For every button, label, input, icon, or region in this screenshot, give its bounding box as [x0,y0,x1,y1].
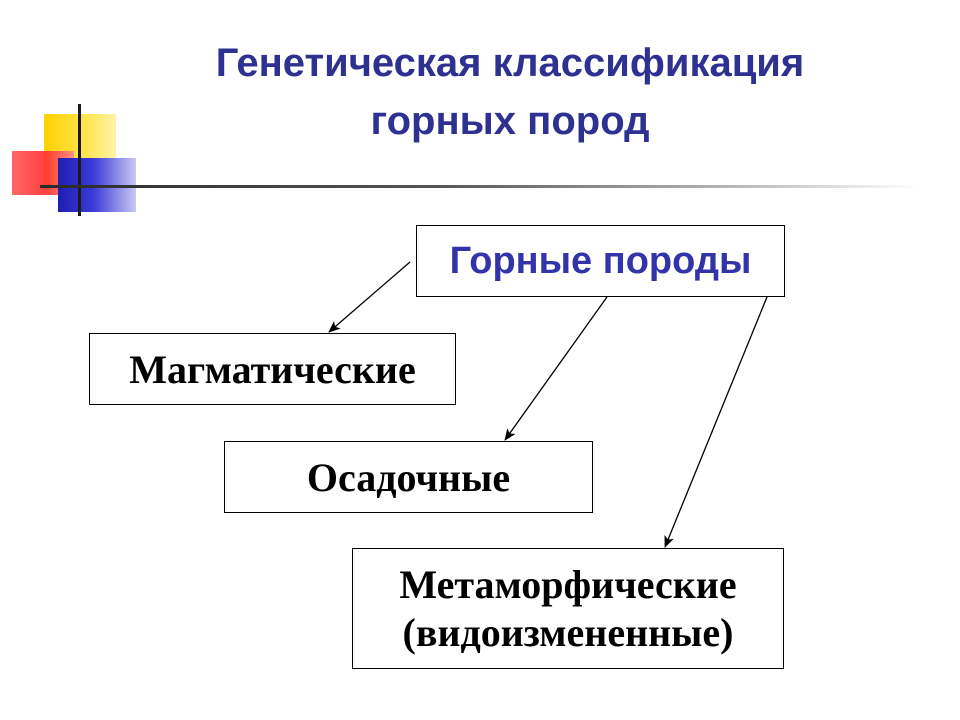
slide-title-line-2: горных пород [370,99,650,143]
slide-title: Генетическая классификация горных пород [60,34,960,150]
node-rocks-label: Горные породы [449,239,752,282]
node-rocks: Горные породы [416,225,785,297]
arrow-to-metamorphic [664,296,768,548]
node-sedimentary: Осадочные [224,441,593,513]
deco-vertical-line [78,104,81,216]
title-underline [40,185,920,188]
node-magmatic-label: Магматические [129,346,416,392]
arrow-to-sedimentary [504,296,608,441]
node-metamorphic-sublabel: (видоизмененные) [402,609,734,655]
node-metamorphic-label: Метаморфические [399,561,737,607]
arrow-to-magmatic [328,261,411,333]
node-magmatic: Магматические [89,333,456,405]
node-sedimentary-label: Осадочные [306,454,511,500]
slide-title-line-1: Генетическая классификация [215,41,805,85]
node-metamorphic: Метаморфические (видоизмененные) [352,548,784,669]
